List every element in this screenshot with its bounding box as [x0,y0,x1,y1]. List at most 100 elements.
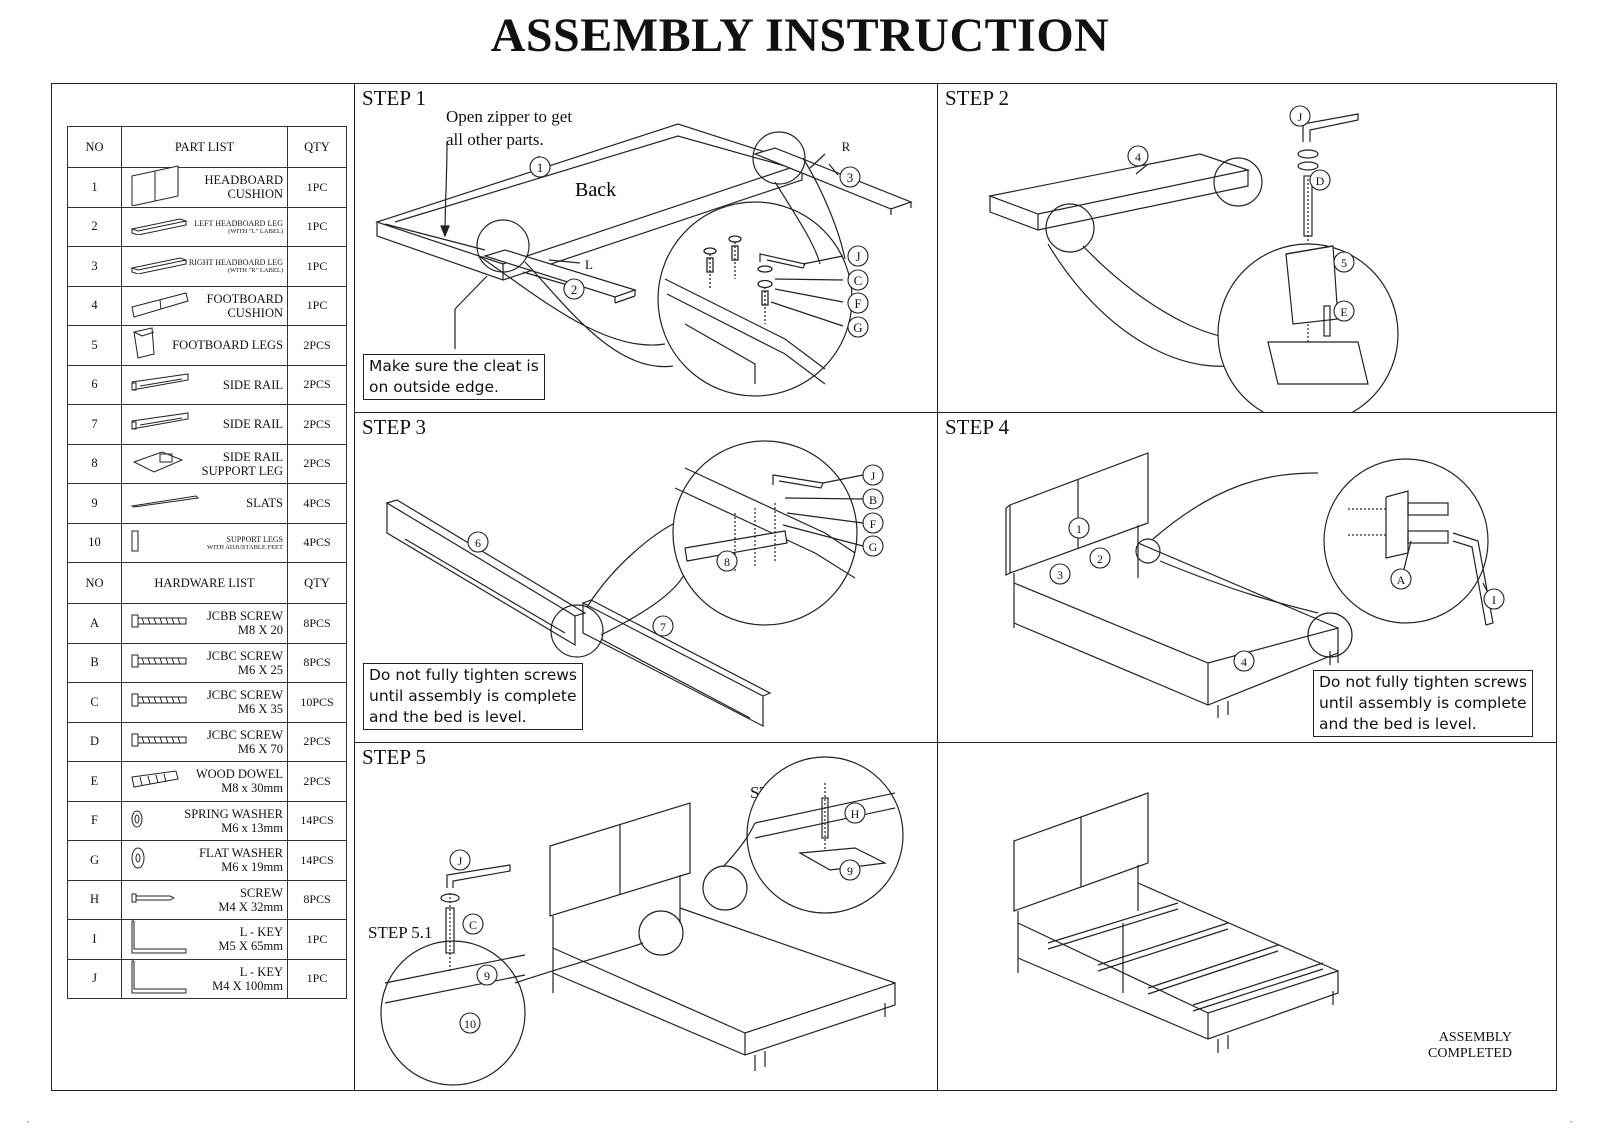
table-row: 7 SIDE RAIL 2PCS [67,404,347,445]
part-name: SLATS [246,496,283,511]
row-no: H [67,879,122,920]
part-cell: LEFT HEADBOARD LEG(WITH "L" LABEL) [121,206,288,247]
row-no: D [67,721,122,762]
step1-callout-1: 1 [537,160,544,175]
row-no: E [67,761,122,802]
part-label: LEFT HEADBOARD LEG(WITH "L" LABEL) [194,219,283,235]
part-name: SIDE RAIL [222,377,283,392]
left-leg-icon [130,215,188,239]
step4-callout-4: 4 [1241,655,1247,669]
screw-icon [130,732,192,752]
step4-callout-a: A [1397,573,1406,587]
col-part: HARDWARE LIST [121,562,288,604]
part-size: M6 X 70 [237,741,283,756]
step4-callout-3: 3 [1057,568,1063,582]
corner-mark: • [27,1120,30,1126]
part-size: M4 X 32mm [218,899,283,914]
step5-callout-9: 9 [484,969,490,983]
part-name: L - KEY [239,964,283,979]
part-name: SUPPORT LEGS [226,534,284,544]
row-no: 7 [67,404,122,445]
support-leg-plate-icon [130,448,186,480]
part-label: FOOTBOARD LEGS [172,338,283,352]
step5-label: STEP 5 [362,745,426,769]
row-no: 10 [67,522,122,563]
step5-callout-c: C [469,918,477,932]
row-no: I [67,919,122,960]
parts-table-header: NO PART LIST QTY [67,126,347,168]
row-qty: 2PCS [287,443,347,484]
part-size: M6 X 35 [237,702,283,717]
row-no: G [67,840,122,881]
part-name: JCBC SCREW [206,688,283,703]
table-row: 5 FOOTBOARD LEGS 2PCS [67,325,347,366]
part-size: M8 X 20 [237,623,283,638]
part-label: FOOTBOARD CUSHION [168,292,283,320]
final-panel: ASSEMBLY COMPLETED [937,742,1557,1091]
row-qty: 2PCS [287,761,347,802]
part-name: FOOTBOARD LEGS [172,338,283,353]
step3-callout-b: B [869,493,877,507]
table-row: 2 LEFT HEADBOARD LEG(WITH "L" LABEL) 1PC [67,206,347,247]
assembly-completed-text: ASSEMBLY COMPLETED [1428,1030,1512,1061]
step3-callout-j: J [871,469,876,483]
row-qty: 1PC [287,167,347,208]
step3-note: Do not fully tighten screws until assemb… [363,663,583,730]
side-rail-icon [130,372,192,398]
part-label: SIDE RAIL [223,378,283,392]
part-size: M6 x 13mm [221,820,283,835]
flat-washer-icon [130,846,146,874]
parts-table-header: NO HARDWARE LIST QTY [67,562,347,604]
row-no: C [67,682,122,723]
table-row: 9 SLATS 4PCS [67,483,347,524]
slat-icon [130,494,200,512]
completed-bed-illustration [1013,792,1339,1053]
col-qty: QTY [287,562,347,604]
step1-callout-3: 3 [847,170,854,185]
step2-callout-j: J [1298,110,1303,124]
part-cell: SIDE RAIL SUPPORT LEG [121,443,288,484]
part-label: SLATS [246,496,283,510]
step3-callout-8: 8 [724,555,730,569]
part-size: M8 x 30mm [221,781,283,796]
step1-callout-2: 2 [571,282,578,297]
col-part: PART LIST [121,126,288,168]
step3-callout-f: F [870,517,877,531]
part-name: SCREW [239,885,283,900]
spring-washer-icon [130,809,144,833]
step3-label: STEP 3 [362,415,426,439]
step1-callout-j: J [855,249,860,264]
part-size: M4 X 100mm [212,978,283,993]
part-cell: SLATS [121,483,288,524]
step1-label-l: L [585,257,593,272]
row-no: 3 [67,246,122,287]
step3-panel: STEP 3 [354,412,938,743]
part-name: LEFT HEADBOARD LEG [194,218,283,228]
step2-callout-5: 5 [1341,256,1347,270]
part-cell: FOOTBOARD CUSHION [121,285,288,326]
part-size: M6 x 19mm [221,860,283,875]
row-no: F [67,800,122,841]
row-no: 9 [67,483,122,524]
part-name: JCBC SCREW [206,648,283,663]
row-qty: 8PCS [287,879,347,920]
